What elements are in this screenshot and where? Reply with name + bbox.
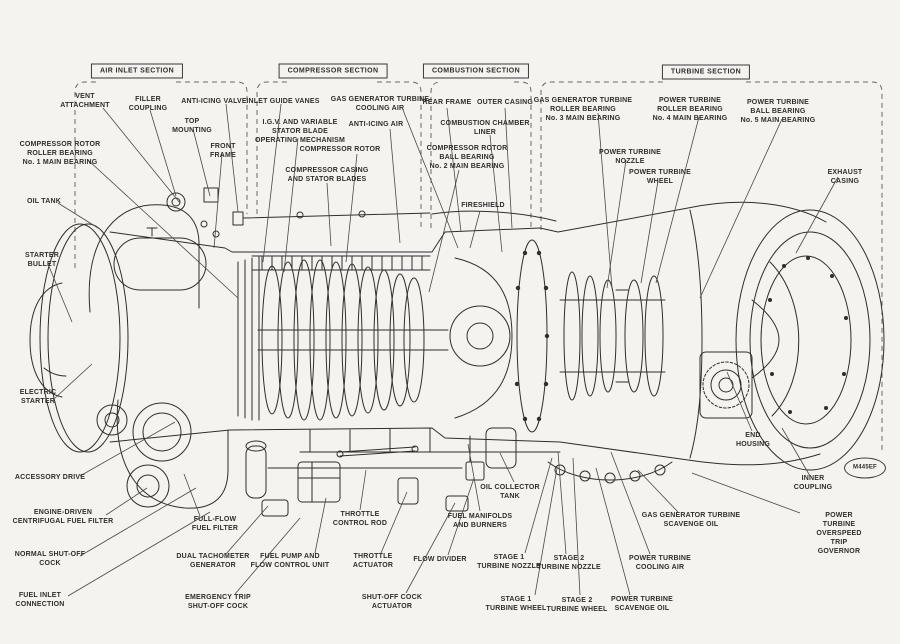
label-no4-main-bearing: POWER TURBINE ROLLER BEARING No. 4 MAIN … (652, 97, 728, 123)
flow-divider-shape (465, 461, 485, 481)
label-exhaust-casing: EXHAUST CASING (827, 169, 863, 186)
anti-icing-valve-shape (232, 211, 244, 226)
label-filler-coupling: FILLER COUPLING (128, 96, 168, 113)
vent-attachment-shape (146, 227, 158, 237)
engine-drawing (29, 187, 885, 517)
label-end-housing: END HOUSING (735, 432, 771, 449)
label-shutoff-cock-actuator: SHUT-OFF COCK ACTUATOR (361, 594, 423, 611)
exhaust-top (687, 201, 827, 223)
compressor-rotor-discs (261, 259, 425, 421)
label-igv-mechanism: I.G.V. AND VARIABLE STATOR BLADE OPERATI… (254, 119, 346, 145)
label-overspeed-trip-governor: POWER TURBINE OVERSPEED TRIP GOVERNOR (816, 512, 862, 556)
label-anti-icing-valve: ANTI-ICING VALVE (181, 98, 247, 105)
section-header-turbine: TURBINE SECTION (661, 64, 751, 80)
label-power-turbine-wheel: POWER TURBINE WHEEL (628, 169, 692, 186)
label-no5-main-bearing: POWER TURBINE BALL BEARING No. 5 MAIN BE… (740, 99, 816, 125)
label-compressor-casing: COMPRESSOR CASING AND STATOR BLADES (285, 167, 369, 184)
label-dual-tachometer: DUAL TACHOMETER GENERATOR (176, 553, 250, 570)
label-flow-divider: FLOW DIVIDER (413, 556, 467, 563)
bolted-ring (516, 239, 548, 433)
oil-tank-shape (88, 204, 200, 313)
label-normal-shutoff-cock: NORMAL SHUT-OFF COCK (14, 551, 86, 568)
shutoff-actuator-shape (445, 495, 469, 512)
fuel-filter-shape (245, 445, 267, 499)
label-fireshield: FIRESHIELD (461, 202, 505, 209)
label-outer-casing: OUTER CASING (476, 99, 534, 106)
label-top-mounting: TOP MOUNTING (172, 118, 212, 135)
exhaust-outer-ring (735, 209, 885, 471)
tach-generator-shape (261, 499, 289, 517)
label-ggt-cooling-air: GAS GENERATOR TURBINE COOLING AIR (330, 96, 430, 113)
exhaust-bottom (687, 453, 821, 466)
cooling-air-pipe (431, 210, 557, 222)
compressor-outline (256, 81, 422, 228)
leader-lines (47, 103, 839, 597)
label-stage2-turbine-wheel: STAGE 2 TURBINE WHEEL (546, 597, 608, 614)
turbine-outline (540, 81, 883, 452)
casing-bottom (109, 427, 689, 461)
label-starter-bullet: STARTER BULLET (25, 252, 59, 269)
label-vent-attachment: VENT ATTACHMENT (60, 93, 110, 110)
manifold-arc (547, 461, 673, 481)
figure-stamp: M445EF (844, 457, 886, 479)
label-power-turbine-nozzle: POWER TURBINE NOZZLE (598, 149, 662, 166)
label-accessory-drive: ACCESSORY DRIVE (14, 474, 86, 481)
combustion-liner-shape (454, 257, 513, 419)
label-stage1-turbine-nozzle: STAGE 1 TURBINE NOZZLE (477, 554, 541, 571)
label-front-frame: FRONT FRAME (210, 143, 236, 160)
fuel-pump-shape (297, 461, 341, 503)
throttle-actuator-shape (397, 477, 419, 505)
label-inlet-guide-vanes: INLET GUIDE VANES (246, 98, 320, 105)
section-header-air-inlet: AIR INLET SECTION (90, 63, 184, 79)
ring-bolts (514, 250, 550, 422)
label-combustion-chamber-liner: COMBUSTION CHAMBER LINER (440, 120, 530, 137)
label-pt-cooling-air: POWER TURBINE COOLING AIR (628, 555, 692, 572)
filler-coupling-shape (166, 192, 186, 212)
exhaust-bolts (768, 256, 848, 414)
label-no1-main-bearing: COMPRESSOR ROTOR ROLLER BEARING No. 1 MA… (19, 141, 101, 167)
section-header-combustion: COMBUSTION SECTION (422, 63, 530, 79)
label-emergency-trip-cock: EMERGENCY TRIP SHUT-OFF COCK (185, 594, 251, 611)
air-inlet-outline (74, 81, 248, 268)
anti-icing-pipe (243, 212, 431, 219)
combustion-outline (430, 81, 532, 228)
label-fuel-inlet-connection: FUEL INLET CONNECTION (15, 592, 65, 609)
casing-top (109, 207, 689, 253)
oil-collector-shape (485, 427, 517, 469)
label-ggt-scavenge-oil: GAS GENERATOR TURBINE SCAVENGE OIL (641, 512, 741, 529)
label-fuel-manifolds: FUEL MANIFOLDS AND BURNERS (447, 513, 513, 530)
label-fuel-pump: FUEL PUMP AND FLOW CONTROL UNIT (250, 553, 330, 570)
label-compressor-rotor: COMPRESSOR ROTOR (299, 146, 381, 153)
section-header-compressor: COMPRESSOR SECTION (278, 63, 388, 79)
label-oil-tank: OIL TANK (26, 198, 62, 205)
label-oil-collector-tank: OIL COLLECTOR TANK (480, 484, 540, 501)
label-stage1-turbine-wheel: STAGE 1 TURBINE WHEEL (485, 596, 547, 613)
label-pt-scavenge-oil: POWER TURBINE SCAVENGE OIL (610, 596, 674, 613)
end-housing-shape (699, 351, 753, 419)
label-centrifugal-fuel-filter: ENGINE-DRIVEN CENTRIFUGAL FUEL FILTER (12, 509, 114, 526)
section-outlines (74, 81, 883, 452)
label-stage2-turbine-nozzle: STAGE 2 TURBINE NOZZLE (537, 555, 601, 572)
label-no2-main-bearing: COMPRESSOR ROTOR BALL BEARING No. 2 MAIN… (426, 145, 508, 171)
label-full-flow-fuel-filter: FULL-FLOW FUEL FILTER (191, 516, 239, 533)
top-mounting-shape (203, 187, 219, 203)
label-anti-icing-air: ANTI-ICING AIR (348, 121, 404, 128)
label-no3-main-bearing: GAS GENERATOR TURBINE ROLLER BEARING No.… (533, 97, 633, 123)
starter-bullet-shape (29, 282, 63, 398)
label-throttle-control-rod: THROTTLE CONTROL ROD (332, 511, 388, 528)
accessory-gearbox-shape (116, 399, 229, 509)
inlet-ring (39, 223, 121, 453)
label-inner-coupling: INNER COUPLING (793, 475, 833, 492)
label-rear-frame: REAR FRAME (422, 99, 472, 106)
turbine-discs (563, 271, 664, 401)
label-electric-starter: ELECTRIC STARTER (19, 389, 57, 406)
label-throttle-actuator: THROTTLE ACTUATOR (352, 553, 394, 570)
